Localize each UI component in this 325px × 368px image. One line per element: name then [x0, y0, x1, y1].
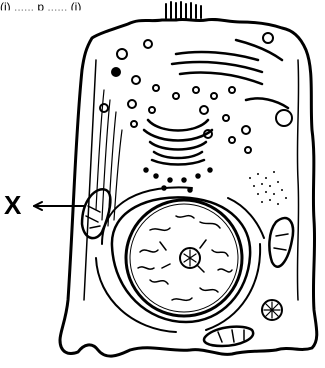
- microvilli: [166, 2, 201, 18]
- pointer-label-x: X: [4, 192, 21, 218]
- golgi-apparatus: [144, 120, 212, 165]
- nucleolus: [180, 248, 200, 268]
- cytoplasm-edge-right: [297, 60, 298, 300]
- nucleus: [126, 200, 242, 316]
- chromatin: [138, 216, 232, 301]
- endoplasmic-reticulum: [172, 40, 288, 108]
- free-ribosomes: [249, 171, 287, 205]
- mitochondrion-right: [269, 218, 293, 267]
- golgi-vesicles: [144, 168, 212, 192]
- cytoplasm-edge: [84, 60, 96, 300]
- pointer-arrow: [34, 202, 84, 210]
- lysosome: [262, 300, 282, 320]
- mitochondrion-bottom: [204, 327, 253, 346]
